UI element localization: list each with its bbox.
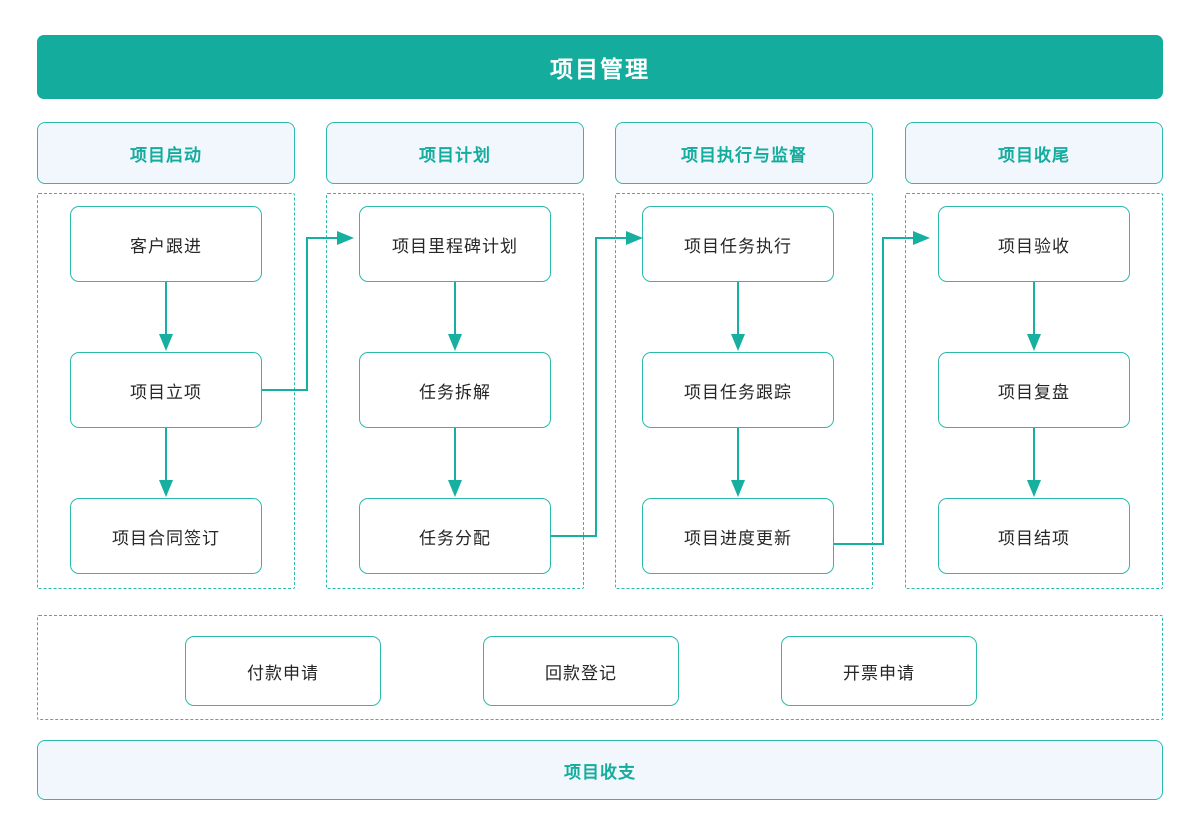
node-3-3[interactable]: 项目进度更新 xyxy=(642,498,834,574)
node-label-1-2: 项目立项 xyxy=(130,382,202,402)
arrowhead-link-3-to-4 xyxy=(913,231,930,245)
finance-node-label-3: 开票申请 xyxy=(843,663,915,683)
diagram-title: 项目管理 xyxy=(550,56,650,82)
node-label-4-3: 项目结项 xyxy=(998,528,1070,548)
connector-1-1-to-1-2 xyxy=(165,282,167,334)
node-1-3[interactable]: 项目合同签订 xyxy=(70,498,262,574)
node-label-3-3: 项目进度更新 xyxy=(684,528,792,548)
link-2-to-3-seg-h1 xyxy=(551,535,597,537)
arrowhead-2-1-to-2-2 xyxy=(448,334,462,351)
node-4-1[interactable]: 项目验收 xyxy=(938,206,1130,282)
phase-header-label-2: 项目计划 xyxy=(419,145,491,165)
link-1-to-2-seg-v xyxy=(306,237,308,391)
arrowhead-2-2-to-2-3 xyxy=(448,480,462,497)
phase-header-4[interactable]: 项目收尾 xyxy=(905,122,1163,184)
link-3-to-4-seg-v xyxy=(882,237,884,545)
node-2-2[interactable]: 任务拆解 xyxy=(359,352,551,428)
arrowhead-1-1-to-1-2 xyxy=(159,334,173,351)
arrowhead-link-1-to-2 xyxy=(337,231,354,245)
node-label-3-1: 项目任务执行 xyxy=(684,236,792,256)
node-1-2[interactable]: 项目立项 xyxy=(70,352,262,428)
connector-3-2-to-3-3 xyxy=(737,428,739,480)
phase-header-1[interactable]: 项目启动 xyxy=(37,122,295,184)
diagram-title-bar: 项目管理 xyxy=(37,35,1163,99)
link-1-to-2-seg-h2 xyxy=(306,237,342,239)
link-2-to-3-seg-v xyxy=(595,237,597,537)
link-1-to-2-seg-h1 xyxy=(262,389,308,391)
finance-node-2[interactable]: 回款登记 xyxy=(483,636,679,706)
arrowhead-4-2-to-4-3 xyxy=(1027,480,1041,497)
node-4-2[interactable]: 项目复盘 xyxy=(938,352,1130,428)
arrowhead-1-2-to-1-3 xyxy=(159,480,173,497)
phase-header-label-1: 项目启动 xyxy=(130,145,202,165)
connector-2-2-to-2-3 xyxy=(454,428,456,480)
node-label-2-1: 项目里程碑计划 xyxy=(392,236,518,256)
phase-header-label-4: 项目收尾 xyxy=(998,145,1070,165)
arrowhead-4-1-to-4-2 xyxy=(1027,334,1041,351)
phase-body-1 xyxy=(37,193,295,589)
phase-body-2 xyxy=(326,193,584,589)
node-label-1-3: 项目合同签订 xyxy=(112,528,220,548)
node-3-2[interactable]: 项目任务跟踪 xyxy=(642,352,834,428)
finance-node-label-1: 付款申请 xyxy=(247,663,319,683)
arrowhead-link-2-to-3 xyxy=(626,231,643,245)
node-label-1-1: 客户跟进 xyxy=(130,236,202,256)
arrowhead-3-2-to-3-3 xyxy=(731,480,745,497)
link-3-to-4-seg-h2 xyxy=(882,237,918,239)
connector-1-2-to-1-3 xyxy=(165,428,167,480)
phase-header-3[interactable]: 项目执行与监督 xyxy=(615,122,873,184)
phase-header-2[interactable]: 项目计划 xyxy=(326,122,584,184)
finance-node-3[interactable]: 开票申请 xyxy=(781,636,977,706)
footer-label: 项目收支 xyxy=(564,762,636,782)
finance-node-label-2: 回款登记 xyxy=(545,663,617,683)
node-2-3[interactable]: 任务分配 xyxy=(359,498,551,574)
phase-header-label-3: 项目执行与监督 xyxy=(681,145,807,165)
node-label-2-2: 任务拆解 xyxy=(419,382,491,402)
node-4-3[interactable]: 项目结项 xyxy=(938,498,1130,574)
arrowhead-3-1-to-3-2 xyxy=(731,334,745,351)
connector-3-1-to-3-2 xyxy=(737,282,739,334)
node-label-2-3: 任务分配 xyxy=(419,528,491,548)
link-3-to-4-seg-h1 xyxy=(834,543,884,545)
node-1-1[interactable]: 客户跟进 xyxy=(70,206,262,282)
node-label-4-2: 项目复盘 xyxy=(998,382,1070,402)
connector-4-2-to-4-3 xyxy=(1033,428,1035,480)
node-label-4-1: 项目验收 xyxy=(998,236,1070,256)
finance-group xyxy=(37,615,1163,720)
finance-node-1[interactable]: 付款申请 xyxy=(185,636,381,706)
phase-body-3 xyxy=(615,193,873,589)
node-3-1[interactable]: 项目任务执行 xyxy=(642,206,834,282)
connector-2-1-to-2-2 xyxy=(454,282,456,334)
phase-body-4 xyxy=(905,193,1163,589)
connector-4-1-to-4-2 xyxy=(1033,282,1035,334)
node-2-1[interactable]: 项目里程碑计划 xyxy=(359,206,551,282)
footer-bar[interactable]: 项目收支 xyxy=(37,740,1163,800)
node-label-3-2: 项目任务跟踪 xyxy=(684,382,792,402)
link-2-to-3-seg-h2 xyxy=(595,237,631,239)
